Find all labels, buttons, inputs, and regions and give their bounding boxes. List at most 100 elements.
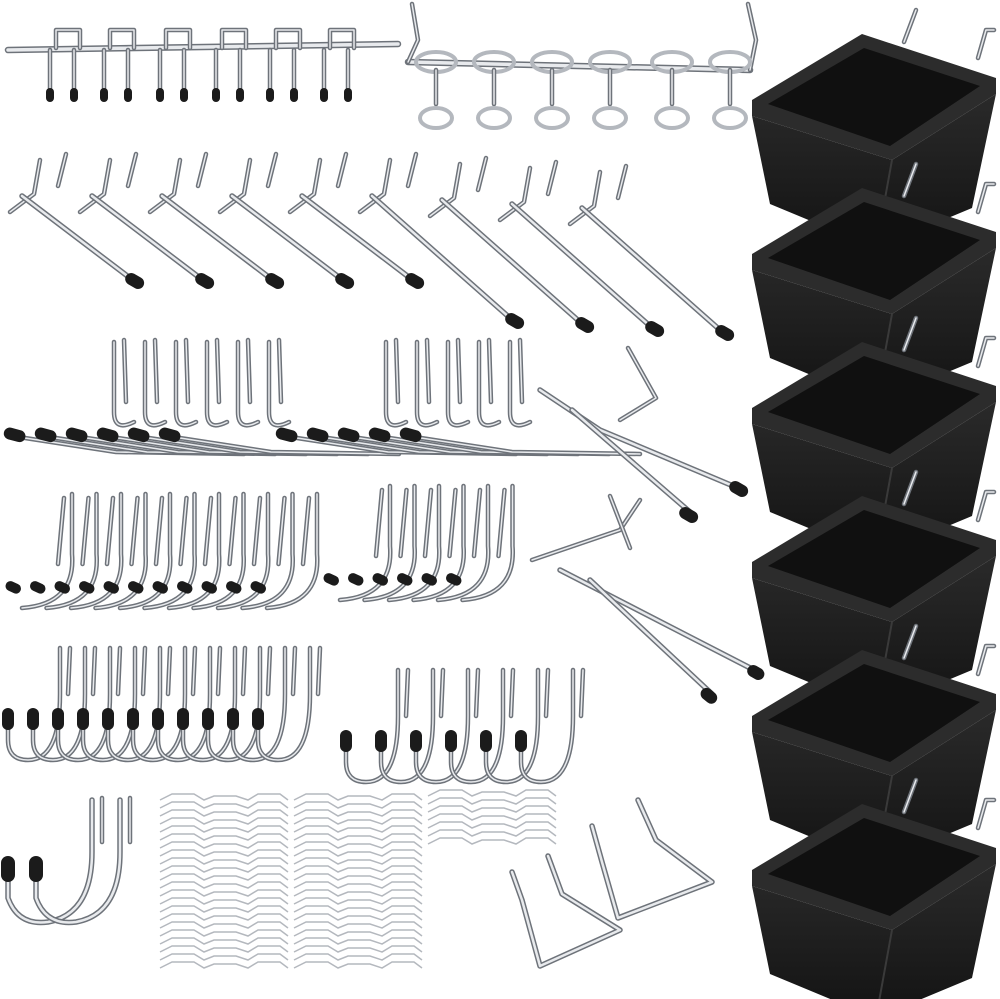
bin-icon — [752, 777, 997, 999]
rubber-cap — [320, 88, 328, 102]
bin-body — [752, 248, 996, 402]
wire-lock — [293, 897, 423, 905]
wire-lock — [427, 813, 557, 821]
rubber-cap — [3, 427, 26, 443]
bin-inner — [768, 48, 980, 146]
rubber-cap — [102, 708, 114, 730]
wire-lock — [293, 889, 423, 897]
rubber-cap — [46, 88, 54, 102]
rubber-cap — [575, 317, 595, 333]
wire-lock — [159, 889, 289, 897]
rubber-cap — [337, 427, 360, 443]
rubber-cap — [227, 708, 239, 730]
wire-lock — [293, 809, 423, 817]
wire-lock — [293, 801, 423, 809]
rubber-cap — [275, 427, 298, 443]
wire-lock — [159, 945, 289, 953]
bin-icon — [752, 469, 997, 711]
rubber-cap — [348, 573, 364, 586]
wire-lock — [293, 825, 423, 833]
wire-lock — [159, 801, 289, 809]
bin-edge — [878, 929, 893, 999]
rubber-cap — [156, 88, 164, 102]
bin-inner — [768, 202, 980, 300]
wire-lock — [293, 937, 423, 945]
bin-icon — [752, 623, 997, 865]
wire-lock — [427, 789, 557, 797]
rubber-cap — [645, 321, 665, 337]
l-hooks-group — [3, 337, 749, 523]
wire-lock — [293, 953, 423, 961]
rubber-cap — [103, 581, 119, 594]
wire-lock — [159, 913, 289, 921]
wire-lock — [293, 793, 423, 801]
rubber-cap — [158, 427, 181, 443]
wire-lock — [159, 953, 289, 961]
rod-strip-icon — [4, 27, 402, 102]
wire-lock — [159, 921, 289, 929]
rubber-cap — [410, 730, 422, 752]
ring-bottom — [712, 106, 748, 130]
rubber-cap — [29, 856, 43, 882]
bin-body — [752, 402, 996, 556]
rubber-cap — [201, 581, 217, 594]
rubber-cap — [747, 665, 765, 680]
rubber-cap — [372, 573, 388, 586]
rubber-cap — [368, 427, 391, 443]
rubber-cap — [250, 581, 266, 594]
rubber-cap — [505, 313, 525, 329]
wire-lock — [293, 841, 423, 849]
rubber-cap — [405, 273, 425, 289]
wire-lock — [293, 945, 423, 953]
rubber-cap — [290, 88, 298, 102]
bin-inner — [768, 356, 980, 454]
bin-inner — [768, 510, 980, 608]
wire-lock — [159, 841, 289, 849]
wire-lock — [159, 825, 289, 833]
rubber-cap — [202, 708, 214, 730]
wire-lock — [159, 833, 289, 841]
rubber-cap — [679, 507, 699, 523]
rubber-cap — [266, 88, 274, 102]
wire-locks-group — [159, 789, 557, 969]
rubber-cap — [5, 581, 21, 594]
rubber-cap — [152, 708, 164, 730]
wire-lock — [159, 929, 289, 937]
bin-inner — [768, 818, 980, 916]
bin-icon — [752, 315, 997, 557]
rubber-cap — [79, 581, 95, 594]
bin-icon — [752, 7, 997, 249]
rubber-cap — [27, 708, 39, 730]
rubber-cap — [96, 427, 119, 443]
rubber-cap — [323, 573, 339, 586]
wire-lock — [159, 817, 289, 825]
wire-lock — [427, 837, 557, 845]
wire-lock — [293, 921, 423, 929]
bin-body — [752, 710, 996, 864]
rubber-cap — [226, 581, 242, 594]
rubber-cap — [65, 427, 88, 443]
bin-body — [752, 556, 996, 710]
bin-body — [752, 864, 996, 999]
rubber-cap — [177, 581, 193, 594]
rubber-cap — [127, 427, 150, 443]
wire-lock — [159, 937, 289, 945]
rubber-cap — [128, 581, 144, 594]
rubber-cap — [445, 730, 457, 752]
wire-lock — [293, 857, 423, 865]
rubber-cap — [306, 427, 329, 443]
ring-bottom — [534, 106, 570, 130]
rubber-cap — [421, 573, 437, 586]
wire-lock — [159, 849, 289, 857]
wire-lock — [293, 905, 423, 913]
wire-lock — [159, 881, 289, 889]
rubber-cap — [715, 325, 735, 341]
wire-lock — [159, 793, 289, 801]
rubber-cap — [30, 581, 46, 594]
rubber-cap — [515, 730, 527, 752]
ring-bottom — [418, 106, 454, 130]
rubber-cap — [212, 88, 220, 102]
rubber-cap — [397, 573, 413, 586]
rubber-cap — [480, 730, 492, 752]
wire-lock — [159, 961, 289, 969]
